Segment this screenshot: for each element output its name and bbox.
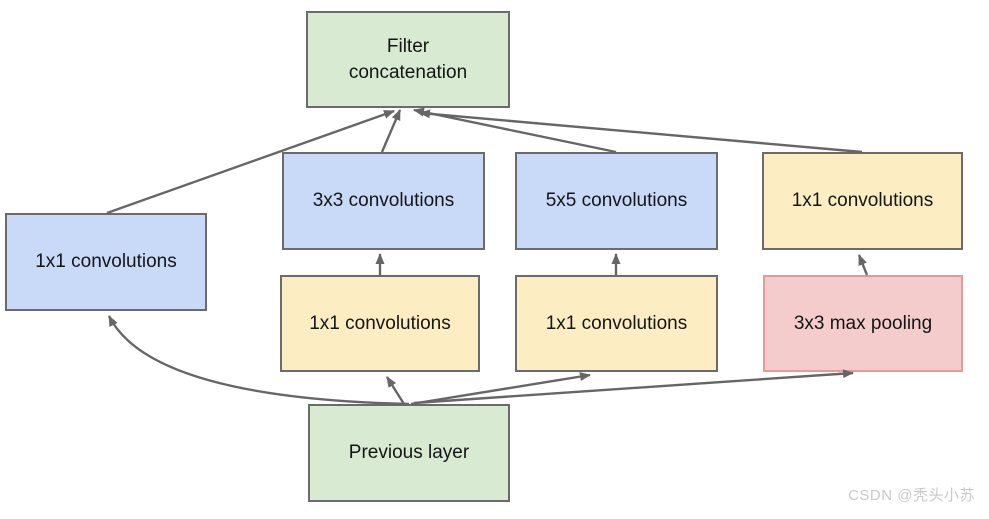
edge-previous-layer-to-conv-1x1-reduce-3x3 [385,376,406,405]
node-label: Previous layer [348,442,470,464]
node-label: 1x1 convolutions [309,312,451,334]
edge-previous-layer-to-conv-1x1-reduce-5x5 [410,372,591,406]
node-previous-layer: Previous layer [308,404,510,502]
node-conv-1x1-right: 1x1 convolutions [762,152,963,250]
edge-conv-3x3-to-filter-concatenation [380,109,402,153]
node-filter-concatenation: Filter concatenation [306,11,510,108]
node-label: 3x3 convolutions [312,190,455,212]
edge-conv-1x1-right-to-filter-concatenation [419,109,863,154]
node-conv-3x3: 3x3 convolutions [282,152,485,250]
node-conv-5x5: 5x5 convolutions [515,152,718,250]
node-label: 3x3 max pooling [793,312,933,334]
node-conv-1x1-reduce-5x5: 1x1 convolutions [515,275,718,372]
node-label: Filter concatenation [348,36,468,83]
node-conv-1x1-left: 1x1 convolutions [5,213,207,311]
node-max-pooling-3x3: 3x3 max pooling [763,275,963,372]
node-label: 1x1 convolutions [791,190,934,212]
edge-conv-5x5-to-filter-concatenation [413,107,617,154]
node-label: 1x1 convolutions [35,251,177,273]
edge-max-pooling-3x3-to-conv-1x1-right [857,254,869,276]
csdn-watermark: CSDN @秃头小苏 [848,487,975,504]
node-conv-1x1-reduce-3x3: 1x1 convolutions [280,275,480,372]
node-label: 1x1 convolutions [545,312,688,334]
node-label: 5x5 convolutions [545,190,688,212]
edge-previous-layer-to-max-pooling-3x3 [413,369,854,405]
